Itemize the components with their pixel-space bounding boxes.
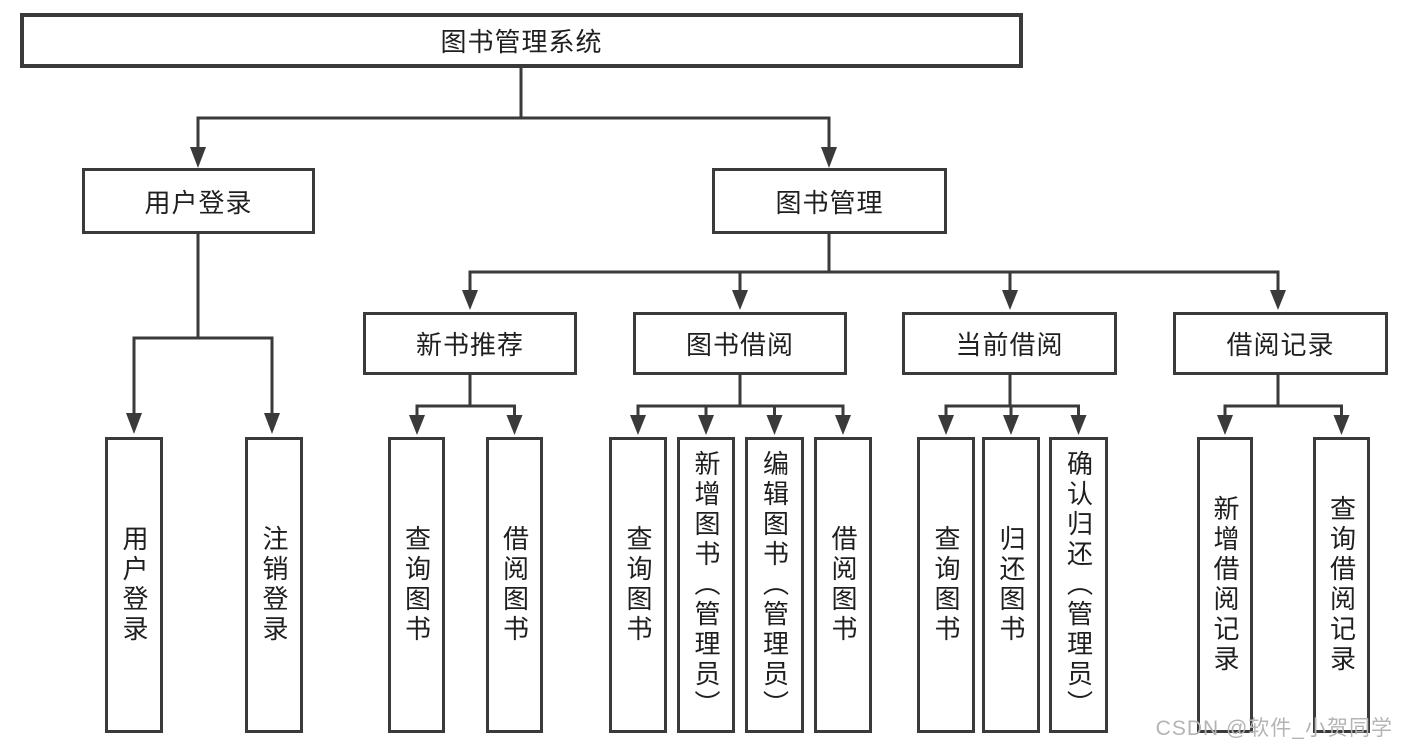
arrowhead	[264, 413, 280, 434]
arrowhead	[1002, 290, 1018, 310]
arrowhead	[126, 413, 142, 434]
leaf-borrow-books: 借阅图书	[814, 437, 872, 733]
node-label: 新增图书（管理员）	[691, 450, 721, 720]
arrowhead	[821, 147, 837, 168]
node-label: 新书推荐	[415, 330, 524, 360]
node-user-login: 用户登录	[82, 168, 315, 234]
node-label: 归还图书	[996, 525, 1026, 645]
arrowhead	[732, 290, 748, 310]
arrowhead	[1070, 415, 1087, 435]
node-label: 新增借阅记录	[1210, 495, 1240, 675]
node-label: 查询图书	[623, 525, 653, 645]
leaf-add-books-admin: 新增图书（管理员）	[677, 437, 735, 733]
arrowhead	[766, 415, 783, 435]
node-label: 图书管理系统	[440, 27, 603, 57]
arrowhead	[1333, 415, 1350, 435]
node-label: 查询图书	[401, 525, 432, 645]
leaf-query-books-borrow: 查询图书	[609, 437, 667, 733]
arrowhead	[1003, 415, 1019, 435]
arrowhead	[1270, 290, 1286, 310]
arrowhead	[938, 415, 954, 435]
leaf-query-books-recommend: 查询图书	[388, 437, 445, 733]
arrowhead	[1217, 415, 1233, 435]
arrowhead	[506, 415, 523, 435]
arrowhead	[409, 415, 425, 435]
node-label: 借阅记录	[1226, 330, 1335, 360]
leaf-edit-books-admin: 编辑图书（管理员）	[745, 437, 804, 733]
node-borrow-record: 借阅记录	[1173, 312, 1388, 375]
csdn-watermark: CSDN @软件_小贺同学	[1155, 717, 1393, 740]
arrowhead	[462, 290, 478, 310]
leaf-confirm-return-admin: 确认归还（管理员）	[1049, 437, 1108, 733]
arrowhead	[835, 415, 851, 435]
arrowhead	[698, 415, 714, 435]
node-label: 用户登录	[119, 525, 149, 645]
node-label: 查询图书	[931, 525, 961, 645]
node-label: 借阅图书	[499, 525, 530, 645]
node-label: 用户登录	[144, 187, 253, 218]
node-new-book-recommend: 新书推荐	[363, 312, 577, 375]
node-label: 确认归还（管理员）	[1063, 450, 1094, 720]
leaf-query-books-current: 查询图书	[917, 437, 975, 733]
node-library-management-system: 图书管理系统	[20, 13, 1023, 68]
node-book-management: 图书管理	[712, 168, 947, 234]
arrowhead	[630, 415, 646, 435]
leaf-return-books: 归还图书	[982, 437, 1040, 733]
leaf-user-login: 用户登录	[105, 437, 163, 733]
leaf-borrow-books-recommend: 借阅图书	[486, 437, 543, 733]
node-book-borrow: 图书借阅	[633, 312, 847, 375]
arrowhead	[190, 147, 206, 168]
node-label: 借阅图书	[828, 525, 858, 645]
node-label: 注销登录	[259, 525, 289, 645]
node-label: 图书借阅	[685, 330, 794, 360]
node-current-borrow: 当前借阅	[902, 312, 1117, 375]
node-label: 编辑图书（管理员）	[759, 450, 790, 720]
leaf-logout: 注销登录	[245, 437, 303, 733]
leaf-add-borrow-record: 新增借阅记录	[1197, 437, 1253, 733]
node-label: 查询借阅记录	[1326, 495, 1357, 675]
leaf-query-borrow-record: 查询借阅记录	[1313, 437, 1370, 733]
node-label: 图书管理	[775, 187, 884, 218]
node-label: 当前借阅	[955, 330, 1064, 360]
